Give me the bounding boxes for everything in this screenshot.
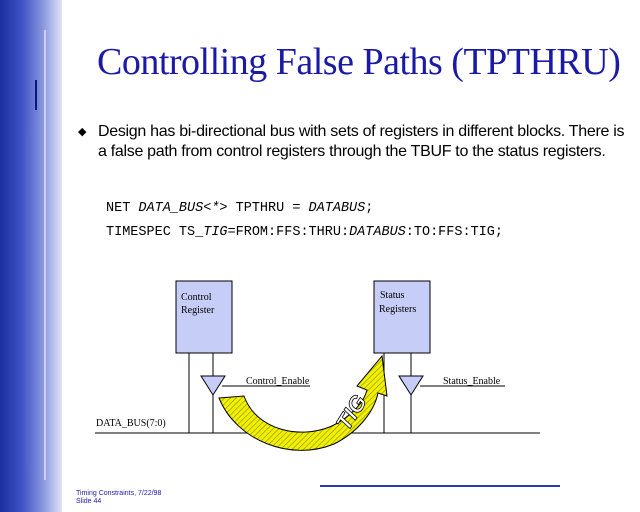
control-tbuf-triangle [200,375,226,396]
control-enable-label: Control_Enable [246,376,310,387]
footer-line-2: Slide 44 [76,498,102,505]
slide-sidebar-gradient [0,0,62,512]
tig-false-path-arrow [218,354,388,451]
slide-title: Controlling False Paths (TPTHRU) [97,41,621,83]
control-register-label-2: Register [181,305,215,316]
bullet-text: Design has bi-directional bus with sets … [98,123,625,160]
slide-footer: Timing Constraints, 7/22/98 Slide 44 [76,490,161,506]
status-register-label-1: Status [380,290,405,301]
code-line-timespec: TIMESPEC TS_TIG=FROM:FFS:THRU:DATABUS:TO… [106,225,503,240]
status-tbuf-triangle [398,375,424,396]
footer-line-1: Timing Constraints, 7/22/98 [76,490,162,497]
footer-divider [320,485,560,487]
control-register-block [175,280,233,354]
status-enable-label: Status_Enable [443,376,501,387]
data-bus-label: DATA_BUS(7:0) [96,418,166,429]
control-register-label-1: Control [181,292,212,303]
bullet-diamond-icon: ◆ [78,126,87,138]
status-register-label-2: Registers [379,304,416,315]
code-line-net: NET DATA_BUS<*> TPTHRU = DATABUS; [106,201,374,216]
status-register-block [373,280,431,354]
